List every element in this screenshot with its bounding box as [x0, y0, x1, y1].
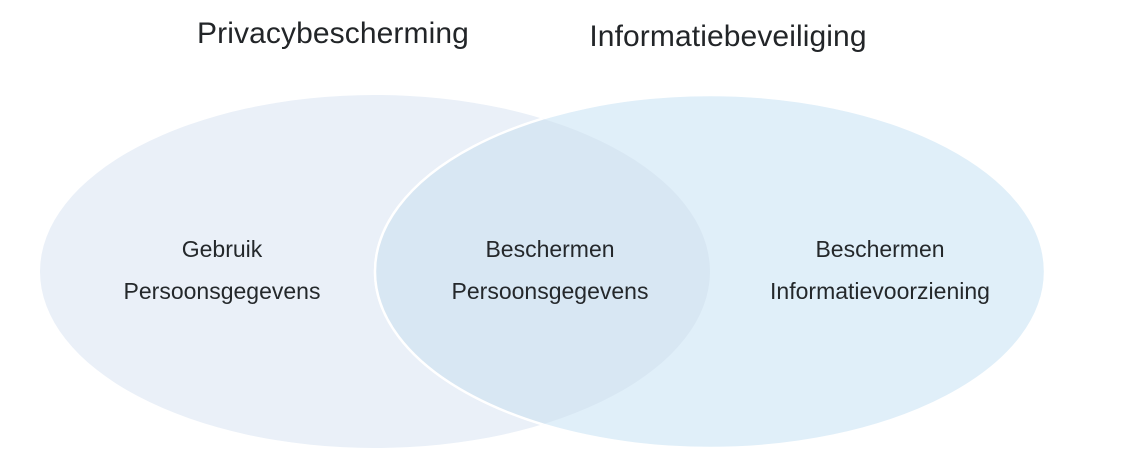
overlap-region [373, 95, 710, 448]
region-label-right-only: Beschermen Informatievoorziening [730, 228, 1030, 312]
region-label-left-only-line1: Gebruik [181, 236, 263, 262]
region-label-left-only-line2: Persoonsgegevens [123, 278, 321, 304]
set-title-informatiebeveiliging: Informatiebeveiliging [589, 20, 867, 53]
region-label-overlap-line1: Beschermen [485, 236, 615, 262]
region-label-right-only-line1: Beschermen [815, 236, 945, 262]
region-label-overlap-line2: Persoonsgegevens [451, 278, 649, 304]
region-label-left-only: Gebruik Persoonsgegevens [72, 228, 372, 312]
set-title-privacybescherming: Privacybescherming [197, 17, 469, 50]
region-label-overlap: Beschermen Persoonsgegevens [400, 228, 700, 312]
region-label-right-only-line2: Informatievoorziening [770, 278, 990, 304]
